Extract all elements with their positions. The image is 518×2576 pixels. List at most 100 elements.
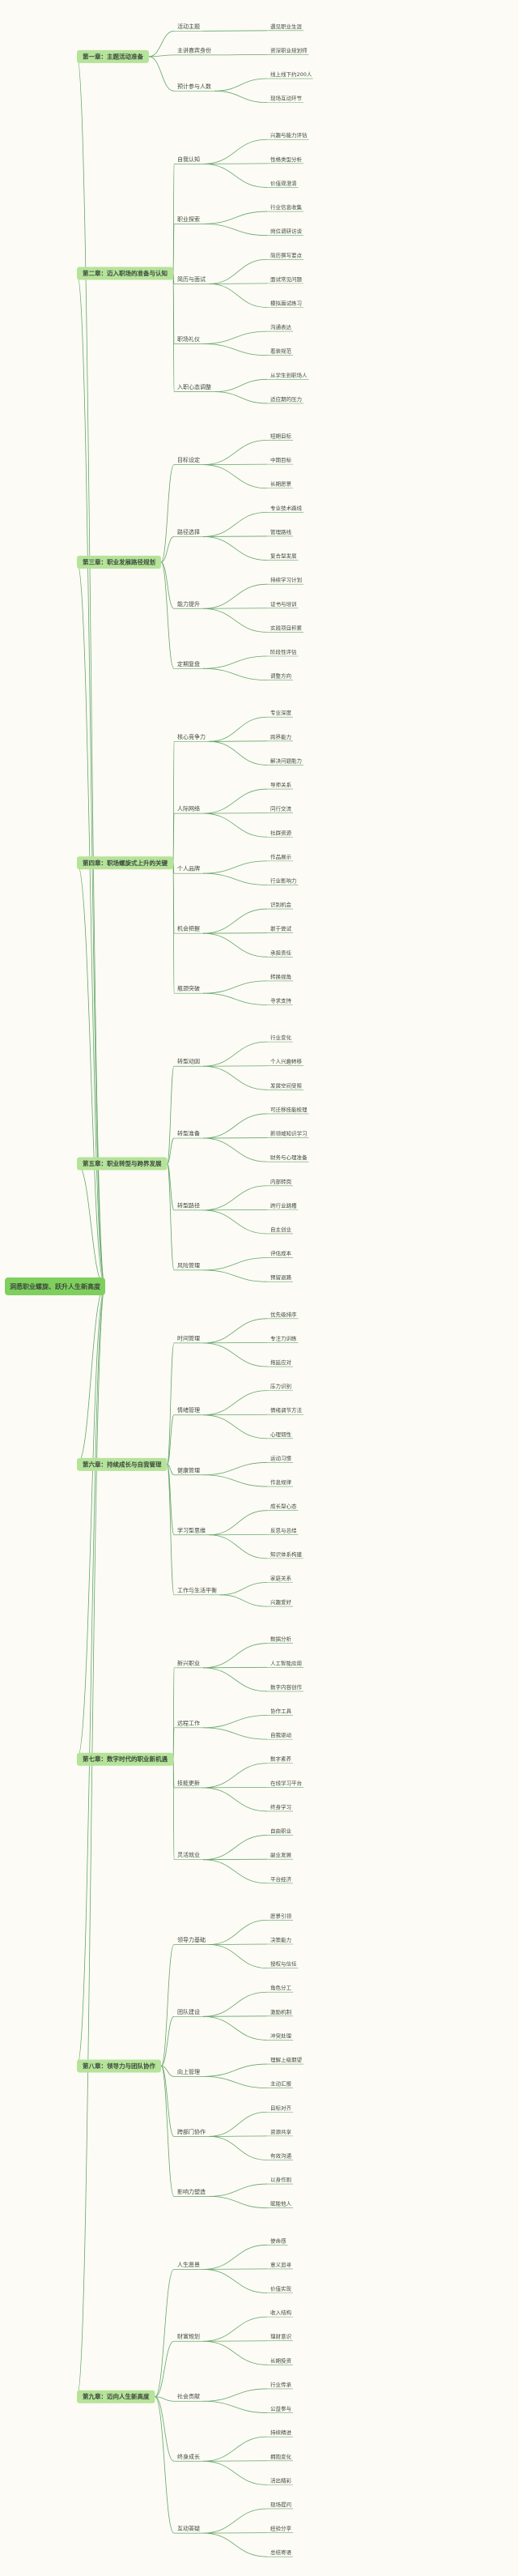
connector-line — [160, 536, 175, 563]
connector-line — [208, 740, 268, 766]
connector-line — [76, 56, 106, 1287]
connector-line — [202, 2015, 268, 2017]
leaf-label: 优先级排序 — [270, 1311, 297, 1318]
topic-label: 影响力塑造 — [177, 2188, 206, 2195]
topic-label: 社会贡献 — [177, 2393, 200, 2400]
topic-label: 时间管理 — [177, 1334, 200, 1341]
leaf-label: 阶段性评估 — [270, 648, 297, 655]
mind-map-nodes: 遇见职业生涯活动主题资深职业规划师主讲嘉宾身份线上线下约200人现场互动环节预计… — [5, 23, 313, 2557]
connector-line — [214, 391, 268, 404]
leaf-label: 可迁移技能梳理 — [270, 1106, 308, 1113]
chapter-node — [77, 2059, 161, 2073]
connector-line — [155, 2269, 175, 2398]
connector-line — [202, 872, 268, 885]
chapter-title: 第七章：数字时代的职业新机遇 — [83, 1755, 168, 1763]
connector-line — [202, 1209, 268, 1211]
leaf-label: 线上线下约200人 — [270, 70, 312, 78]
topic-label: 职场礼仪 — [177, 335, 200, 343]
connector-line — [208, 2135, 268, 2160]
connector-line — [202, 2460, 268, 2485]
connector-line — [208, 716, 268, 742]
connector-line — [167, 1464, 175, 1596]
leaf-label: 专注力训练 — [270, 1334, 297, 1341]
topic-label: 团队建设 — [177, 2008, 200, 2015]
chapter-node — [77, 1457, 168, 1471]
connector-line — [202, 211, 268, 224]
connector-line — [202, 511, 268, 537]
leaf-label: 有效沟通 — [270, 2152, 292, 2159]
connector-line — [202, 1390, 268, 1416]
connector-line — [202, 1786, 268, 1789]
topic-label: 转型动因 — [177, 1058, 200, 1065]
leaf-label: 持续精进 — [270, 2429, 292, 2436]
connector-line — [160, 2066, 175, 2197]
connector-line — [208, 1534, 268, 1559]
connector-line — [202, 1257, 268, 1271]
leaf-label: 协作工具 — [270, 1708, 292, 1715]
leaf-label: 以身作则 — [270, 2176, 291, 2183]
leaf-label: 现场提问 — [270, 2501, 291, 2508]
leaf-label: 资深职业规划师 — [270, 46, 308, 53]
connector-line — [202, 655, 268, 669]
connector-line — [202, 1991, 268, 2017]
connector-line — [202, 2269, 268, 2293]
connector-line — [202, 980, 268, 994]
connector-line — [202, 464, 268, 489]
leaf-label: 数字素养 — [270, 1755, 292, 1763]
connector-line — [202, 2340, 268, 2342]
leaf-label: 兴趣与能力评估 — [270, 131, 308, 139]
leaf-label: 岗位调研访谈 — [270, 228, 303, 235]
connector-line — [202, 608, 268, 609]
leaf-label: 行业传承 — [270, 2381, 292, 2388]
connector-line — [202, 2268, 268, 2270]
chapter-title: 第二章：迈入职场的准备与认知 — [83, 269, 168, 277]
leaf-label: 理财意识 — [270, 2333, 292, 2340]
chapter-node — [77, 2390, 155, 2403]
leaf-label: 反思与总结 — [270, 1526, 297, 1533]
connector-line — [202, 1137, 268, 1162]
leaf-label: 短期目标 — [270, 433, 292, 440]
leaf-label: 转换视角 — [270, 973, 291, 980]
connector-line — [202, 788, 268, 814]
leaf-label: 现场互动环节 — [270, 95, 303, 102]
leaf-label: 意义追寻 — [270, 2261, 292, 2268]
leaf-label: 经验分享 — [270, 2525, 292, 2532]
leaf-label: 敢于尝试 — [270, 925, 292, 932]
chapter-node — [77, 856, 173, 870]
connector-line — [202, 812, 268, 814]
leaf-label: 行业变化 — [270, 1034, 292, 1041]
connector-line — [202, 667, 268, 681]
connector-line — [202, 2340, 268, 2365]
connector-line — [208, 2195, 268, 2209]
connector-line — [202, 1667, 268, 1692]
connector-line — [167, 1464, 175, 1536]
connector-line — [167, 1414, 175, 1465]
leaf-label: 遇见职业生涯 — [270, 23, 303, 30]
connector-line — [202, 2015, 268, 2041]
connector-line — [155, 2396, 175, 2462]
connector-line — [202, 2400, 268, 2413]
connector-line — [167, 1342, 175, 1465]
connector-line — [202, 1318, 268, 1344]
connector-line — [160, 2066, 175, 2077]
topic-label: 预计参与人数 — [177, 83, 211, 90]
topic-label: 工作与生活平衡 — [177, 1586, 217, 1593]
topic-label: 远程工作 — [177, 1719, 200, 1726]
connector-line — [202, 1858, 268, 1861]
leaf-label: 在线学习平台 — [270, 1779, 302, 1786]
connector-line — [167, 1464, 175, 1476]
leaf-label: 沟通表达 — [270, 323, 292, 331]
connector-line — [202, 2436, 268, 2462]
connector-line — [202, 1269, 268, 1282]
topic-label: 新兴职业 — [177, 1659, 200, 1666]
connector-line — [202, 223, 268, 237]
leaf-label: 实践项目积累 — [270, 624, 303, 631]
connector-line — [167, 1065, 175, 1164]
leaf-label: 资源共享 — [270, 2128, 292, 2135]
connector-line — [172, 862, 175, 994]
leaf-label: 终身学习 — [270, 1803, 291, 1810]
connector-line — [76, 1286, 106, 2066]
connector-line — [202, 583, 268, 609]
leaf-label: 压力识别 — [270, 1383, 291, 1390]
connector-line — [202, 2316, 268, 2342]
